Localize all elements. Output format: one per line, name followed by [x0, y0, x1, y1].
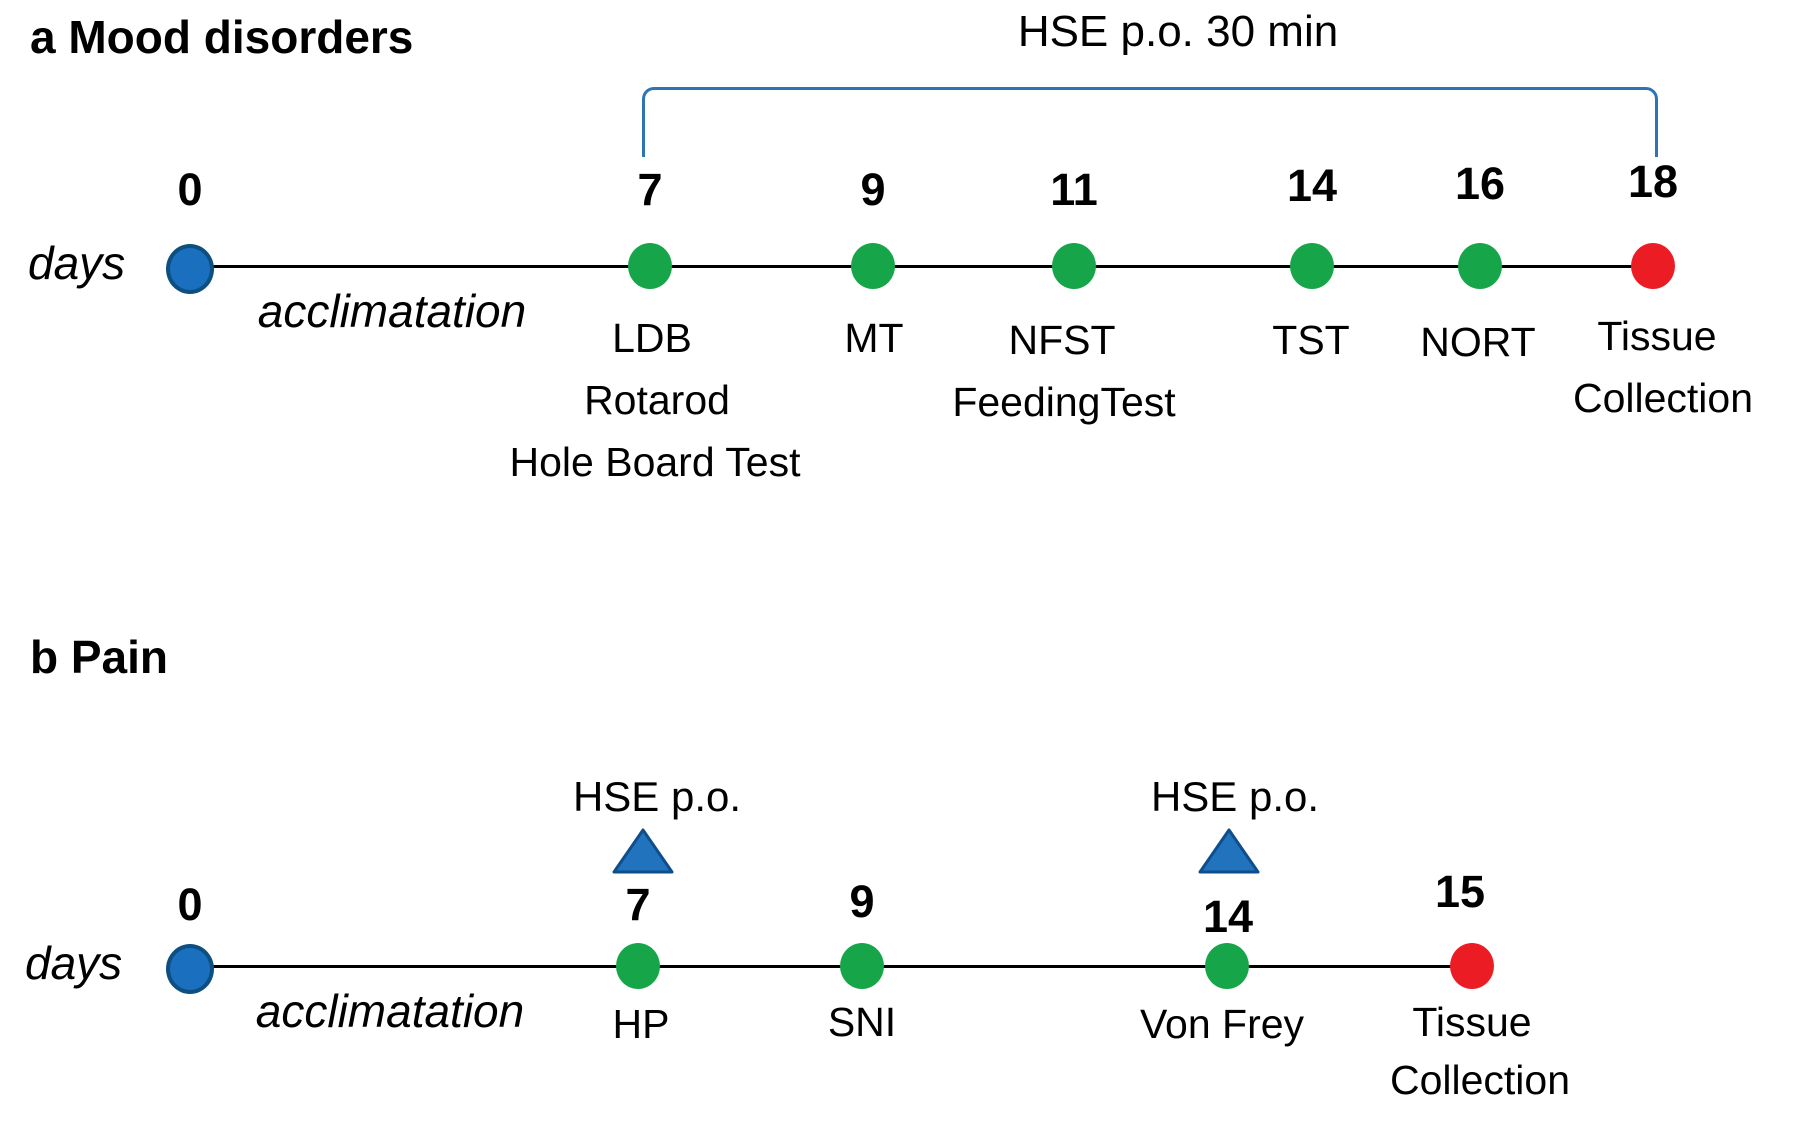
panel-b-dot-day14-test	[1205, 943, 1249, 989]
panel-a-label-feeding-test: FeedingTest	[952, 379, 1176, 425]
panel-b-label-sni: SNI	[827, 999, 897, 1045]
panel-a-label-tst: TST	[1272, 317, 1350, 363]
panel-a-day-number-0: 0	[177, 164, 203, 215]
panel-b-day-number-0: 0	[177, 879, 203, 930]
panel-a-day-number-16: 16	[1454, 158, 1506, 209]
panel-b-day-number-7: 7	[625, 879, 651, 930]
panel-a-day-number-18: 18	[1627, 156, 1679, 207]
panel-b-acclimatation-label: acclimatation	[255, 985, 525, 1037]
panel-a-acclimatation-label: acclimatation	[257, 285, 527, 337]
panel-a-dot-day11-test	[1052, 243, 1096, 289]
panel-b-timeline	[190, 965, 1472, 968]
panel-b-dot-day15-end	[1450, 943, 1494, 989]
hse-dose-triangle-icon-day7	[612, 828, 674, 874]
panel-b-dot-day9-test	[840, 943, 884, 989]
panel-a-hse-bracket-label: HSE p.o. 30 min	[1017, 7, 1339, 56]
panel-b-label-hp: HP	[612, 1001, 670, 1047]
panel-a-hse-treatment-bracket	[642, 87, 1658, 157]
panel-a-dot-day9-test	[851, 243, 895, 289]
panel-a-label-mt: MT	[844, 315, 904, 361]
panel-b-title: b Pain	[30, 631, 169, 683]
panel-a-dot-day16-test	[1458, 243, 1502, 289]
panel-b-day-number-14: 14	[1202, 891, 1254, 942]
panel-a-dot-day14-test	[1290, 243, 1334, 289]
panel-b-days-axis-label: days	[25, 937, 123, 989]
panel-b-dot-day0-start	[166, 944, 214, 994]
panel-b-label-tissue: Tissue	[1412, 999, 1532, 1045]
panel-a-label-hole-board: Hole Board Test	[509, 439, 801, 485]
panel-a-day-number-11: 11	[1050, 164, 1098, 215]
panel-a-day-number-14: 14	[1286, 160, 1338, 211]
panel-b-day-number-15: 15	[1434, 866, 1486, 917]
panel-a-dot-day0-start	[166, 244, 214, 294]
panel-b-label-von-frey: Von Frey	[1139, 1001, 1305, 1047]
panel-a-dot-day7-test	[628, 243, 672, 289]
panel-b-dot-day7-test	[616, 943, 660, 989]
panel-a-day-number-7: 7	[637, 164, 663, 215]
panel-a-label-rotarod: Rotarod	[584, 377, 730, 423]
panel-a-label-ldb: LDB	[612, 315, 692, 361]
panel-b-hse-label-day7: HSE p.o.	[572, 773, 742, 820]
panel-b-hse-label-day14: HSE p.o.	[1150, 773, 1320, 820]
panel-a-title: a Mood disorders	[30, 11, 414, 63]
panel-a-timeline	[190, 265, 1653, 268]
panel-b-day-number-9: 9	[849, 876, 875, 927]
panel-a-day-number-9: 9	[860, 164, 886, 215]
panel-a-label-tissue: Tissue	[1597, 313, 1717, 359]
panel-a-label-nort: NORT	[1420, 319, 1536, 365]
panel-a-label-nfst: NFST	[1008, 317, 1116, 363]
panel-a-dot-day18-end	[1631, 243, 1675, 289]
panel-a-days-axis-label: days	[28, 237, 126, 289]
hse-dose-triangle-icon-day14	[1198, 828, 1260, 874]
panel-b-label-collection: Collection	[1389, 1057, 1571, 1103]
panel-a-label-collection: Collection	[1572, 375, 1754, 421]
